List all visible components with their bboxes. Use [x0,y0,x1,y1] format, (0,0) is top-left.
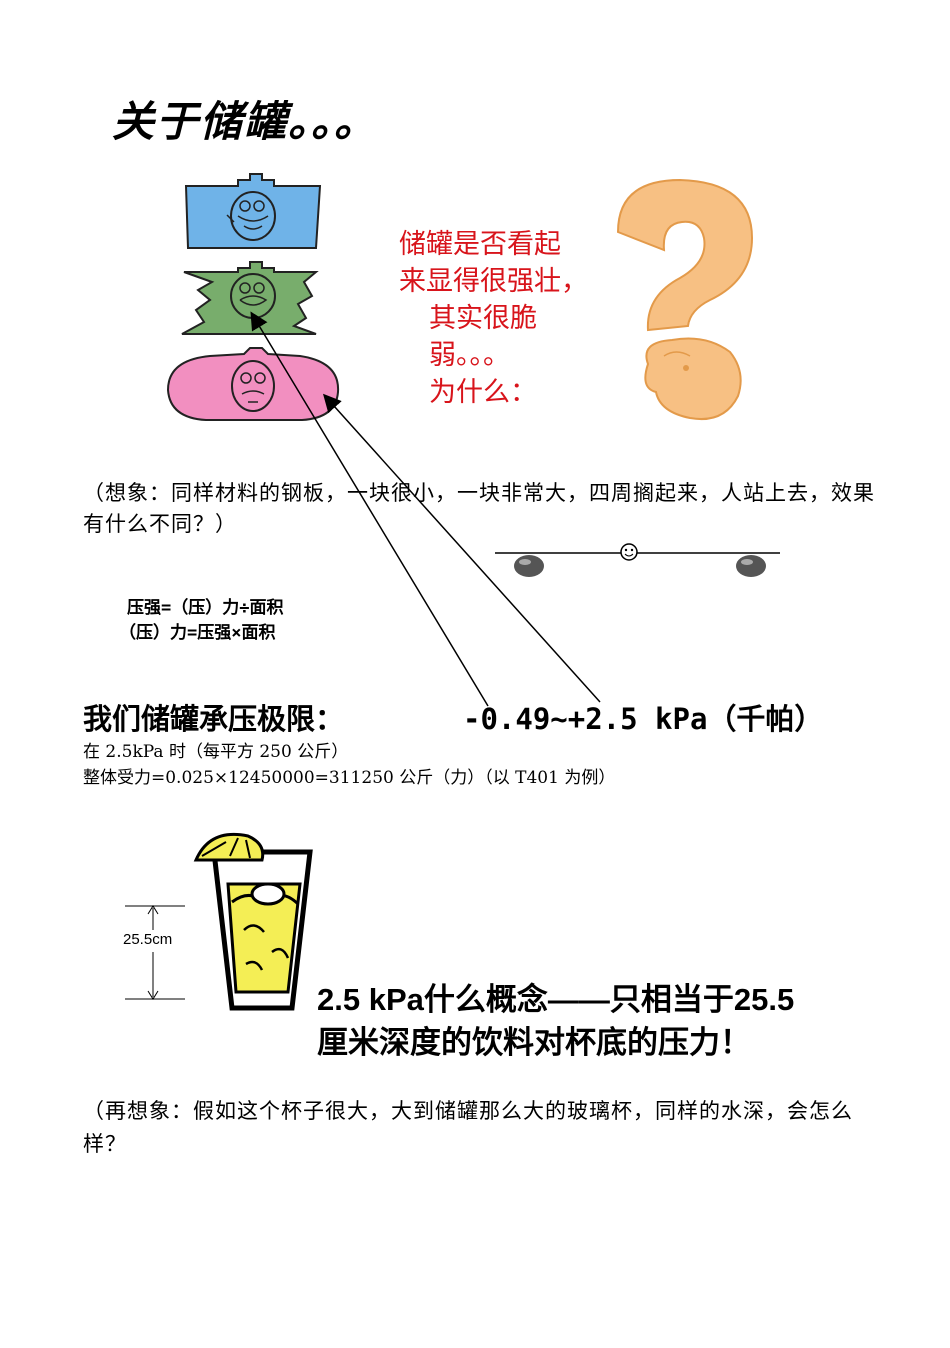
green-tank-illustration [181,261,319,335]
arrow-to-green-tank [250,311,489,707]
formula-pressure: 压强=（压）力÷面积 [127,598,284,618]
limit-value: -0.49~+2.5 kPa（千帕） [463,702,824,736]
question-line-3: 其实很脆 [429,303,537,334]
drink-glass-illustration [193,832,313,1011]
detail-line-1: 在 2.5kPa 时（每平方 250 公斤） [83,742,349,762]
detail-line-2: 整体受力=0.025×12450000=311250 公斤（力）（以 T401 … [83,768,616,788]
question-line-5: 为什么： [429,377,537,408]
page-title: 关于储罐。。。 [112,97,379,146]
question-line-4: 弱。。。 [429,340,510,371]
arrow-to-pink-tank [322,393,601,703]
concept-line-2: 厘米深度的饮料对杯底的压力！ [317,1025,751,1060]
limit-label: 我们储罐承压极限： [83,702,345,736]
concept-line-1: 2.5 kPa什么概念——只相当于25.5 [317,982,795,1017]
question-mark-illustration [616,178,754,420]
imagine-paragraph-2: （再想象：假如这个杯子很大，大到储罐那么大的玻璃杯，同样的水深，会怎么样？ [83,1099,853,1156]
concept-text: 2.5 kPa什么概念——只相当于25.5 厘米深度的饮料对杯底的压力！ [317,978,794,1064]
depth-label: 25.5cm [123,931,173,948]
board-illustration [495,543,780,577]
formula-force: （压）力=压强×面积 [119,623,276,643]
depth-measure-lines [125,905,185,1000]
question-line-1: 储罐是否看起 [399,229,561,260]
question-line-2: 来显得很强壮， [399,266,588,297]
blue-tank-illustration [184,173,322,249]
pink-tank-illustration [166,347,340,421]
imagine-paragraph: （想象：同样材料的钢板，一块很小，一块非常大，四周搁起来，人站上去，效果有什么不… [83,481,875,536]
